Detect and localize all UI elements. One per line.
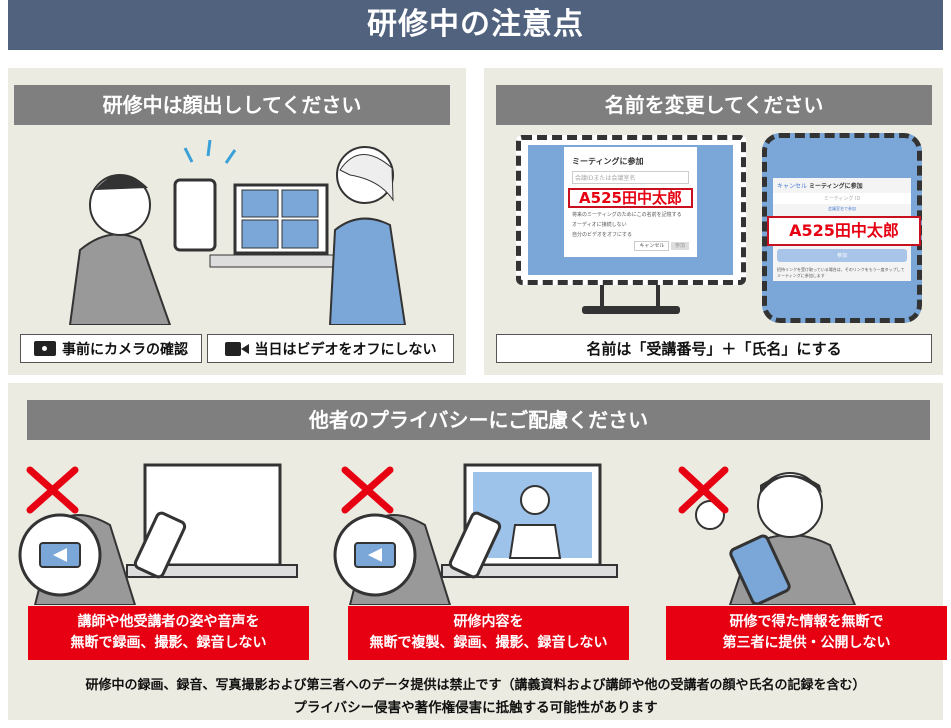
privacy-heading: 他者のプライバシーにご配慮ください [27, 400, 930, 440]
smartphone: キャンセル ミーティングに参加 ミーティング ID 会議室名で参加 A525田中… [762, 133, 922, 323]
monitor-stand [600, 285, 660, 310]
rule-no-recording: 講師や他受講者の姿や音声を無断で録画、撮影、録音しない [28, 606, 309, 660]
name-format-note: 名前は「受講番号」＋「氏名」にする [496, 334, 932, 363]
mobile-meeting-id-input[interactable]: ミーティング ID [773, 193, 911, 204]
name-heading: 名前を変更してください [496, 85, 932, 125]
video-off-checkbox[interactable]: 自分のビデオをオフにする [572, 232, 633, 238]
mobile-name-input[interactable]: A525田中太郎 [767, 216, 921, 246]
camera-check-label: 事前にカメラの確認 [20, 334, 202, 363]
camera-icon [34, 341, 56, 356]
desktop-cancel-button[interactable]: キャンセル [634, 241, 670, 251]
page-title: 研修中の注意点 [8, 0, 943, 50]
prohibited-x-icon [678, 466, 729, 514]
prohibition-notice: 研修中の録画、録音、写真撮影および第三者へのデータ提供は禁止です（講義資料および… [85, 678, 866, 693]
mobile-join-button[interactable]: 参加 [777, 249, 907, 262]
face-heading: 研修中は顔出ししてください [14, 85, 450, 125]
no-audio-checkbox[interactable]: オーディオに接続しない [572, 222, 627, 228]
meeting-id-input[interactable]: 会議IDまたは会議室名 [572, 171, 689, 184]
desktop-join-dialog: ミーティングに参加 会議IDまたは会議室名 A525田中太郎 将来のミーティング… [564, 147, 697, 257]
desktop-name-input[interactable]: A525田中太郎 [568, 188, 693, 208]
infringement-notice: プライバシー侵害や著作権侵害に抵触する可能性があります [293, 700, 658, 716]
remember-name-checkbox[interactable]: 将来のミーティングのためにこの名前を記憶する [572, 212, 682, 218]
join-by-room-link[interactable]: 会議室名で参加 [828, 206, 856, 211]
rule-no-sharing: 研修で得た情報を無断で第三者に提供・公開しない [666, 606, 947, 660]
no-copying-illustration [333, 463, 618, 605]
monitor-base [582, 306, 680, 314]
rule-no-copying: 研修内容を無断で複製、録画、撮影、録音しない [348, 606, 629, 660]
prohibited-x-icon [26, 466, 79, 514]
prohibited-x-icon [341, 466, 394, 514]
video-camera-icon [224, 341, 249, 356]
no-recording-illustration [18, 463, 298, 605]
no-sharing-illustration [678, 466, 857, 605]
mobile-cancel-button[interactable]: キャンセル [777, 183, 808, 190]
desktop-join-button[interactable]: 参加 [670, 242, 689, 250]
video-on-label: 当日はビデオをオフにしない [207, 334, 454, 363]
video-call-illustration [68, 139, 407, 325]
